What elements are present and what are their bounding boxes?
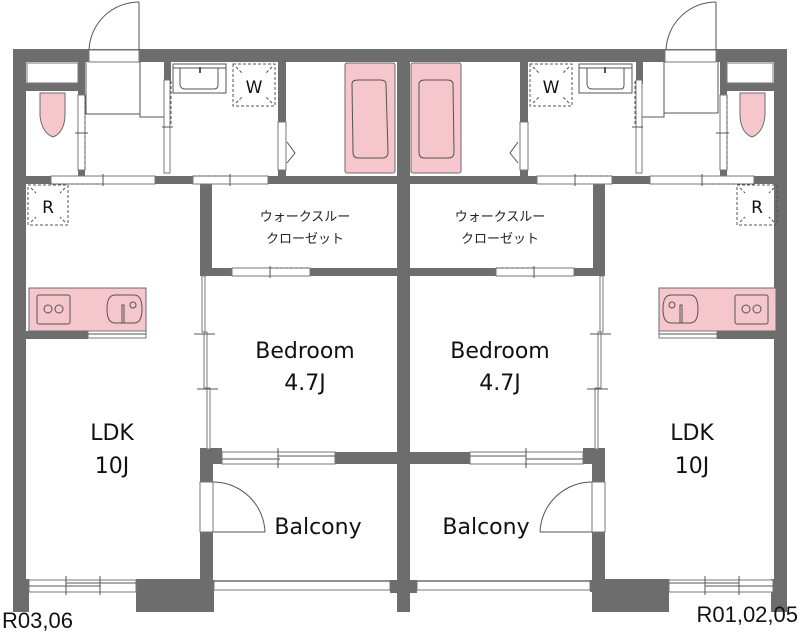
closet-label-line2: クローゼット bbox=[266, 232, 344, 247]
washbasin-icon bbox=[172, 63, 227, 94]
balcony-label: Balcony bbox=[274, 515, 361, 540]
kitchen-counter bbox=[658, 287, 777, 332]
fridge-label: R bbox=[42, 198, 54, 218]
fridge-space bbox=[27, 184, 69, 226]
bedroom-size: 4.7J bbox=[479, 371, 520, 396]
bedroom-name: Bedroom bbox=[255, 339, 355, 364]
closet-label-line2: クローゼット bbox=[461, 232, 539, 247]
door-swing-icon bbox=[665, 1, 717, 51]
washer-label: W bbox=[246, 78, 263, 98]
washer-space bbox=[232, 63, 276, 107]
washer-label: W bbox=[543, 78, 560, 98]
closet-label-line1: ウォークスルー bbox=[260, 210, 351, 225]
door-swing-icon bbox=[88, 1, 140, 51]
stove-icon bbox=[734, 294, 769, 325]
entrance-door bbox=[88, 49, 140, 63]
ldk-name: LDK bbox=[90, 421, 134, 446]
washbasin-icon bbox=[578, 63, 633, 94]
unit-code-right: R01,02,05 bbox=[696, 602, 798, 627]
bedroom-name: Bedroom bbox=[450, 339, 550, 364]
closet-label-line1: ウォークスルー bbox=[455, 210, 546, 225]
washer-space bbox=[529, 63, 573, 107]
bathtub-icon bbox=[344, 62, 396, 174]
fridge-label: R bbox=[751, 198, 763, 218]
toilet-icon bbox=[739, 92, 766, 138]
stove-icon bbox=[36, 294, 71, 325]
sink-icon bbox=[106, 294, 143, 324]
kitchen-counter bbox=[28, 287, 147, 332]
bedroom-size: 4.7J bbox=[284, 371, 325, 396]
right-unit: W R bbox=[410, 1, 778, 595]
balcony-label: Balcony bbox=[442, 515, 529, 540]
left-unit: W R bbox=[26, 1, 396, 595]
toilet-icon bbox=[39, 92, 66, 138]
bathtub-icon bbox=[410, 62, 462, 174]
ldk-name: LDK bbox=[670, 421, 714, 446]
sink-icon bbox=[662, 294, 699, 324]
ldk-size: 10J bbox=[95, 454, 129, 479]
unit-code-left: R03,06 bbox=[2, 608, 73, 633]
entrance-door bbox=[664, 49, 717, 63]
ldk-size: 10J bbox=[675, 454, 709, 479]
fridge-space bbox=[736, 184, 778, 226]
